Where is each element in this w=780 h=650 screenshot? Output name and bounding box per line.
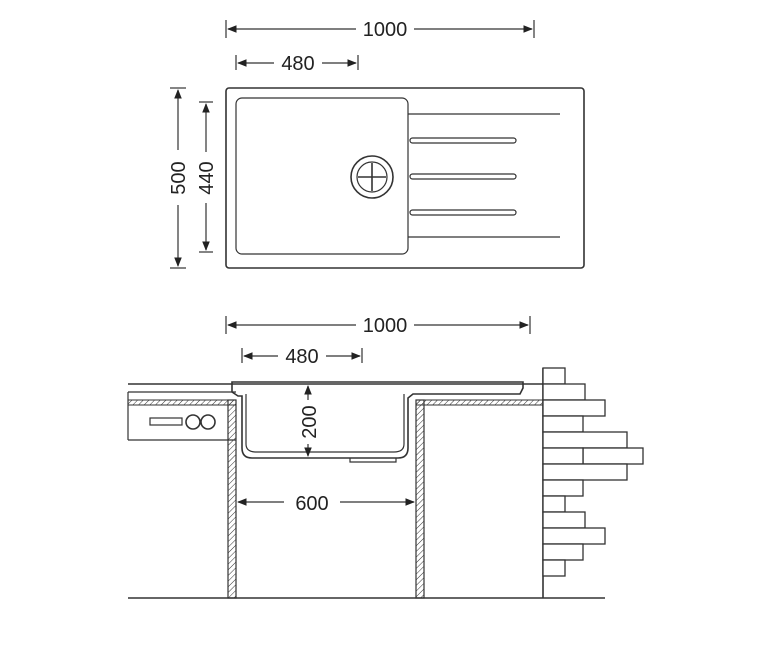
brick-wall-icon [542, 367, 644, 598]
cabinet-width-dimension: 600 [237, 493, 415, 515]
drain-outlet [349, 458, 397, 463]
sink-profile [231, 381, 524, 463]
side-width-label: 1000 [363, 315, 408, 337]
top-width-label: 1000 [363, 19, 408, 41]
sink-outline [225, 87, 585, 269]
cabinet-width-label: 600 [295, 493, 328, 515]
side-bowl-width-label: 480 [285, 346, 318, 368]
top-view: 1000 480 500 440 [168, 19, 585, 269]
side-view: 1000 480 [127, 315, 644, 599]
top-height-label: 500 [168, 161, 190, 194]
hob-icon [149, 414, 216, 430]
top-bowl-width-dimension: 480 [235, 53, 359, 75]
side-bowl-width-dimension: 480 [241, 346, 363, 368]
top-bowl-height-label: 440 [196, 161, 218, 194]
bowl-depth-dimension: 200 [299, 385, 321, 457]
top-height-dimension: 500 [168, 87, 190, 269]
sink-bowl [235, 97, 409, 255]
side-width-dimension: 1000 [225, 315, 531, 337]
top-width-dimension: 1000 [225, 19, 535, 41]
drain-icon [350, 155, 394, 199]
top-bowl-width-label: 480 [281, 53, 314, 75]
bowl-depth-label: 200 [299, 405, 321, 438]
drainboard-grooves [408, 113, 560, 238]
top-bowl-height-dimension: 440 [196, 101, 218, 253]
countertop [127, 383, 544, 441]
